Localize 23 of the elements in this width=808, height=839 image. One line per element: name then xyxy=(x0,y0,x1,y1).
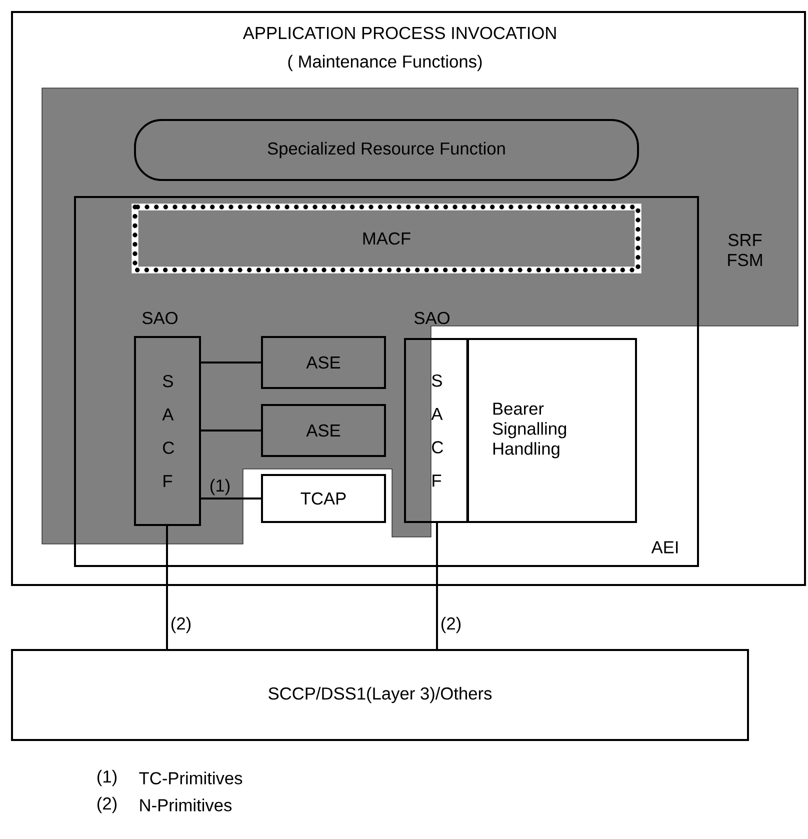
legend-note: (1) xyxy=(97,770,117,786)
process-box: TCAP xyxy=(261,474,386,523)
legend-note: TC-Primitives xyxy=(139,772,242,784)
connector-line xyxy=(200,498,262,500)
connector-line xyxy=(166,525,168,650)
edge-label: (2) xyxy=(171,616,191,634)
sacf-box: S A C F xyxy=(134,336,201,526)
ase-box: ASE xyxy=(261,404,386,458)
ase-box: ASE xyxy=(261,336,386,389)
connector-line xyxy=(200,362,262,364)
legend-note: (2) xyxy=(97,796,117,814)
beside-label: SAO xyxy=(142,312,178,324)
process-box: SCCP/DSS1(Layer 3)/Others xyxy=(11,649,749,741)
edge-label: (2) xyxy=(441,616,461,634)
sacf-box: S A C F xyxy=(404,338,470,523)
edge-label: (1) xyxy=(210,478,230,496)
beside-label: SAO xyxy=(414,312,450,324)
dotted-box: MACF xyxy=(132,204,642,274)
connector-line xyxy=(200,430,262,432)
connector-line xyxy=(436,522,438,650)
process-box: Bearer Signalling Handling xyxy=(467,338,637,523)
legend-note: N-Primitives xyxy=(140,798,232,812)
function-box: Specialized Resource Function xyxy=(134,119,639,181)
